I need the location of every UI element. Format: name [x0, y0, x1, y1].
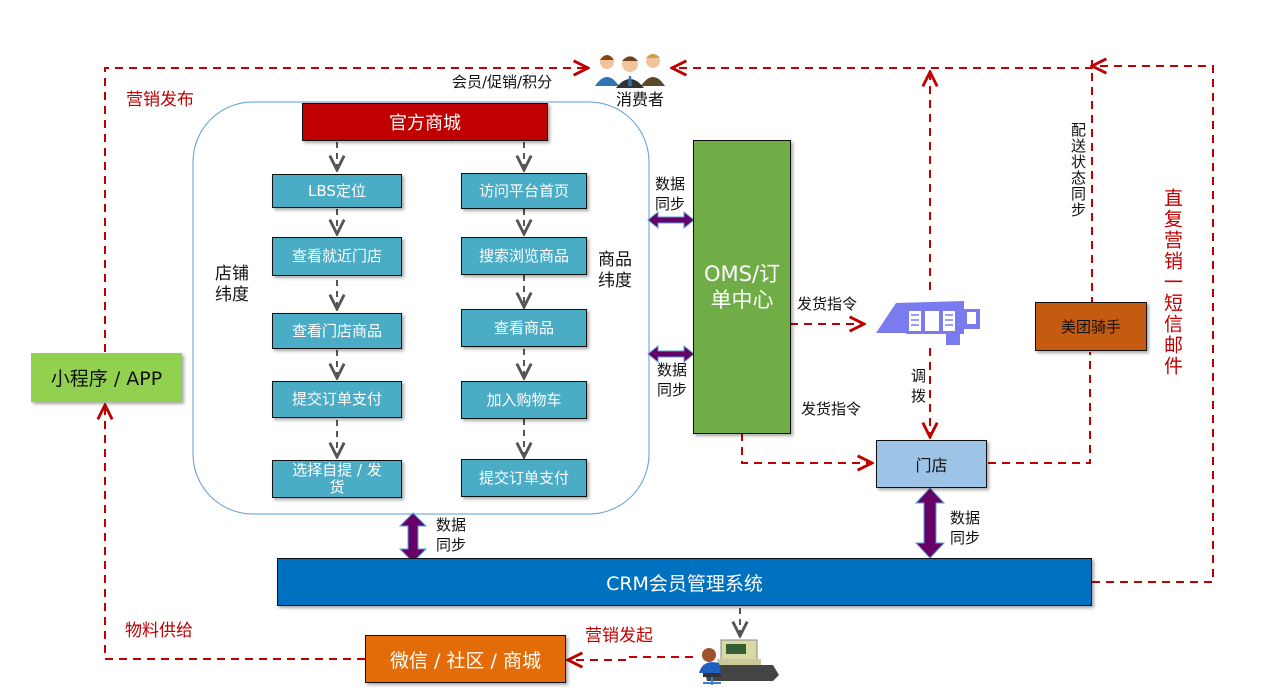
flow-mini-to-consumer: [104, 68, 588, 352]
store-step-nearby[interactable]: 查看就近门店: [272, 237, 402, 276]
step-label: 提交订单支付: [478, 468, 569, 487]
product-step-search[interactable]: 搜索浏览商品: [461, 237, 587, 275]
ship-instruction-label-warehouse: 发货指令: [797, 295, 858, 313]
store-dimension-label: 店铺纬度: [215, 264, 249, 305]
step-label: 搜索浏览商品: [478, 246, 569, 265]
oms-title: OMS/订单中心: [703, 262, 781, 312]
member-promo-points-label: 会员/促销/积分: [452, 73, 553, 91]
flow-wechat-to-mini: [105, 405, 365, 660]
delivery-status-sync-label: 配送状态同步: [1069, 122, 1087, 218]
sync-arrow-store-crm: [914, 487, 946, 559]
data-sync-label-oms-top: 数据同步: [655, 175, 686, 213]
step-label: 加入购物车: [486, 390, 562, 409]
wechat-community-mall-title: 微信 / 社区 / 商城: [390, 649, 541, 672]
product-step-view[interactable]: 查看商品: [461, 309, 587, 347]
crm-box[interactable]: CRM会员管理系统: [277, 558, 1092, 606]
data-sync-label-store-crm: 数据同步: [950, 509, 981, 547]
transfer-label: 调拨: [911, 367, 927, 405]
crm-title: CRM会员管理系统: [606, 572, 763, 595]
gray-dashed-flows: [337, 142, 740, 636]
flow-direct-marketing: [1092, 66, 1214, 583]
store-step-view-goods[interactable]: 查看门店商品: [272, 313, 402, 349]
step-label: 提交订单支付: [291, 390, 382, 408]
sync-arrows: [398, 210, 946, 563]
sync-arrow-mall-oms-top: [647, 210, 695, 230]
warehouse-icon: [876, 295, 984, 351]
material-supply-label: 物料供给: [125, 621, 193, 641]
step-label: 访问平台首页: [478, 181, 569, 200]
official-mall-header[interactable]: 官方商城: [302, 103, 548, 141]
product-step-submit-order[interactable]: 提交订单支付: [461, 459, 587, 497]
store-step-lbs[interactable]: LBS定位: [272, 174, 402, 208]
data-sync-label-oms-bottom: 数据同步: [657, 361, 688, 399]
step-label: LBS定位: [308, 181, 366, 200]
mall-container: [192, 101, 650, 515]
step-label: 查看就近门店: [291, 247, 382, 265]
step-label: 查看商品: [493, 318, 554, 337]
data-sync-label-mall-crm: 数据同步: [436, 516, 467, 554]
official-mall-title: 官方商城: [389, 113, 461, 134]
step-label: 选择自提 / 发货: [292, 461, 382, 496]
product-step-cart[interactable]: 加入购物车: [461, 381, 587, 419]
product-dimension-label: 商品纬度: [598, 250, 632, 291]
flow-store-to-meituan: [988, 352, 1091, 464]
store-step-pickup-delivery[interactable]: 选择自提 / 发货: [272, 460, 402, 498]
direct-marketing-label: 直复营销一短信邮件: [1161, 188, 1183, 377]
ship-instruction-label-store: 发货指令: [801, 400, 862, 418]
oms-box[interactable]: OMS/订单中心: [693, 140, 791, 434]
red-dashed-flows: [104, 60, 1214, 660]
consumers-icon: [592, 50, 670, 88]
meituan-rider-title: 美团骑手: [1060, 318, 1121, 336]
marketing-publish-label: 营销发布: [126, 90, 194, 110]
sync-arrow-mall-crm: [398, 512, 428, 563]
step-label: 查看门店商品: [291, 321, 382, 340]
store-box[interactable]: 门店: [876, 440, 987, 488]
mini-app-box[interactable]: 小程序 / APP: [31, 353, 182, 402]
mini-app-title: 小程序 / APP: [50, 368, 163, 390]
store-title: 门店: [915, 456, 948, 475]
store-step-submit-order[interactable]: 提交订单支付: [272, 381, 402, 418]
flow-oms-to-store: [741, 433, 872, 463]
consumers-label: 消费者: [616, 90, 665, 109]
flow-operator-to-wechat: [568, 657, 693, 660]
product-step-home[interactable]: 访问平台首页: [461, 173, 587, 209]
marketing-initiate-label: 营销发起: [585, 626, 653, 646]
meituan-rider-box[interactable]: 美团骑手: [1035, 302, 1147, 351]
wechat-community-mall-box[interactable]: 微信 / 社区 / 商城: [365, 635, 566, 683]
computer-operator-icon: [693, 637, 793, 687]
